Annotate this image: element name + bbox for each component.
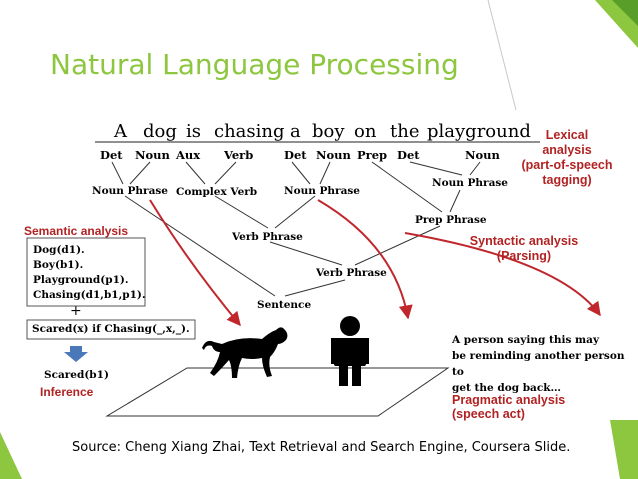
pos-det-2: Det [284, 148, 307, 162]
bottom-right-accent [610, 420, 638, 479]
complex-verb: Complex Verb [176, 186, 258, 198]
word-on: on [354, 121, 377, 142]
word-the: the [390, 121, 420, 142]
lexical-analysis-label: Lexical analysis (part-of-speech tagging… [521, 128, 613, 187]
semantic-analysis-label: Semantic analysis [24, 224, 129, 238]
pos-noun-2: Noun [316, 148, 351, 162]
word-a-2: a [290, 121, 301, 142]
pragmatic-analysis-label: Pragmatic analysis (speech act) [452, 393, 566, 421]
inference-arrow-icon [64, 346, 88, 362]
person-icon [331, 316, 369, 386]
pos-det-3: Det [397, 148, 420, 162]
word-is: is [186, 121, 201, 142]
sentence-node: Sentence [257, 299, 312, 311]
slide-title: Natural Language Processing [50, 48, 459, 81]
rule-box [26, 319, 196, 340]
bottom-left-accent [0, 432, 22, 479]
word-dog: dog [143, 121, 177, 142]
verb-phrase-1: Verb Phrase [232, 231, 303, 243]
pos-noun: Noun [135, 148, 170, 162]
red-arrow-boy [317, 199, 413, 320]
parse-tree-lines [111, 161, 481, 297]
conclusion: Scared(b1) [44, 369, 109, 381]
pragmatic-explanation: A person saying this may be reminding an… [452, 334, 625, 394]
semantic-facts-box [26, 237, 146, 307]
red-arrow-dog [149, 199, 241, 327]
noun-phrase-3: Noun Phrase [432, 177, 508, 189]
decor-line [487, 0, 517, 111]
ground-plane [105, 367, 450, 417]
noun-phrase-2: Noun Phrase [284, 185, 360, 197]
pos-det: Det [100, 148, 123, 162]
source-citation: Source: Cheng Xiang Zhai, Text Retrieval… [72, 440, 571, 455]
pos-noun-3: Noun [465, 148, 500, 162]
pos-aux: Aux [176, 148, 201, 162]
dog-icon [202, 327, 288, 378]
syntactic-analysis-label: Syntactic analysis (Parsing) [469, 234, 579, 263]
red-arrow-playground [404, 232, 601, 317]
word-playground: playground [427, 121, 531, 142]
word-chasing: chasing [214, 121, 285, 142]
word-boy: boy [312, 121, 345, 142]
word-a: A [114, 121, 127, 142]
pos-verb: Verb [224, 148, 254, 162]
prep-phrase: Prep Phrase [415, 214, 487, 226]
plus-sign: + [70, 303, 82, 319]
verb-phrase-2: Verb Phrase [316, 267, 387, 279]
pos-prep: Prep [357, 148, 388, 162]
inference-rule: Scared(x) if Chasing(_,x,_). [32, 323, 190, 335]
top-right-accent-dark [612, 0, 638, 26]
inference-label: Inference [40, 385, 94, 399]
noun-phrase-1: Noun Phrase [92, 185, 168, 197]
semantic-facts: Dog(d1). Boy(b1). Playground(p1). Chasin… [33, 244, 146, 301]
